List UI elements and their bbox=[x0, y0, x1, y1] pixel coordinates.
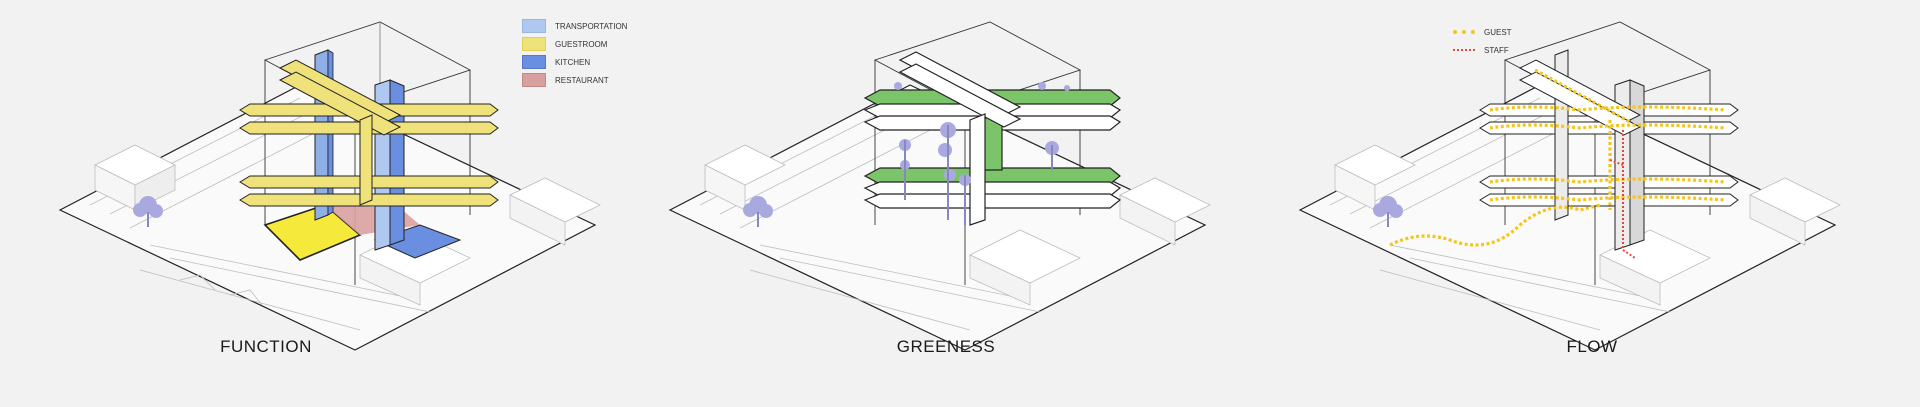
neighbor-block-side bbox=[1599, 254, 1661, 306]
guest-flow-path bbox=[1389, 68, 1726, 247]
staff-flow-swatch bbox=[1453, 49, 1475, 51]
tree-icon bbox=[1373, 196, 1403, 227]
parking-lines bbox=[179, 274, 263, 306]
curb-lines bbox=[139, 244, 431, 331]
flow-legend: GUEST STAFF bbox=[1453, 23, 1512, 59]
greeness-caption: GREENESS bbox=[896, 337, 996, 356]
neighbor-east-side bbox=[509, 194, 566, 246]
function-axonometric-drawing bbox=[58, 21, 601, 351]
transportation-swatch bbox=[522, 19, 546, 33]
guest-flow-swatch bbox=[1453, 30, 1475, 34]
green-terraces bbox=[863, 89, 1122, 209]
guestroom-wing bbox=[278, 59, 402, 206]
tree-icon bbox=[133, 196, 163, 227]
site-ground-plane bbox=[1298, 84, 1837, 351]
neighbor-block-side bbox=[359, 254, 421, 306]
site-ground-plane bbox=[668, 84, 1207, 351]
legend-item-guest: GUEST bbox=[1453, 23, 1512, 41]
legend-item-staff: STAFF bbox=[1453, 41, 1512, 59]
site-context bbox=[1298, 84, 1841, 351]
guestroom-swatch bbox=[522, 37, 546, 51]
legend-item-transportation: TRANSPORTATION bbox=[522, 17, 627, 35]
tree-icon bbox=[743, 196, 773, 227]
greeness-diagram: GREENESS bbox=[640, 0, 1280, 407]
legend-item-restaurant: RESTAURANT bbox=[522, 71, 627, 89]
legend-label-guestroom: GUESTROOM bbox=[555, 39, 608, 49]
restaurant-swatch bbox=[522, 73, 546, 87]
kitchen-swatch bbox=[522, 55, 546, 69]
greeness-axonometric-drawing bbox=[668, 21, 1211, 351]
neighbor-east-side bbox=[1119, 194, 1176, 246]
flow-axonometric-drawing bbox=[1298, 21, 1841, 351]
function-diagram: TRANSPORTATION GUESTROOM KITCHEN RESTAUR… bbox=[0, 0, 640, 407]
site-context bbox=[668, 84, 1211, 351]
legend-label-transportation: TRANSPORTATION bbox=[555, 21, 628, 31]
legend-label-restaurant: RESTAURANT bbox=[555, 75, 609, 85]
legend-item-kitchen: KITCHEN bbox=[522, 53, 627, 71]
function-caption: FUNCTION bbox=[220, 337, 312, 356]
diagonal-wing bbox=[898, 51, 1022, 226]
staff-flow-path bbox=[1609, 130, 1636, 259]
curb-lines bbox=[1379, 244, 1671, 331]
curb-lines bbox=[749, 244, 1041, 331]
legend-label-kitchen: KITCHEN bbox=[555, 57, 591, 67]
building-trees bbox=[894, 82, 1070, 225]
legend-label-staff: STAFF bbox=[1484, 45, 1509, 55]
legend-item-guestroom: GUESTROOM bbox=[522, 35, 627, 53]
neighbor-block-side bbox=[969, 254, 1031, 306]
function-legend: TRANSPORTATION GUESTROOM KITCHEN RESTAUR… bbox=[522, 17, 627, 89]
legend-label-guest: GUEST bbox=[1484, 27, 1512, 37]
flow-diagram: GUEST STAFF FLOW bbox=[1280, 0, 1920, 407]
neighbor-east-side bbox=[1749, 194, 1806, 246]
flow-caption: FLOW bbox=[1566, 337, 1618, 356]
